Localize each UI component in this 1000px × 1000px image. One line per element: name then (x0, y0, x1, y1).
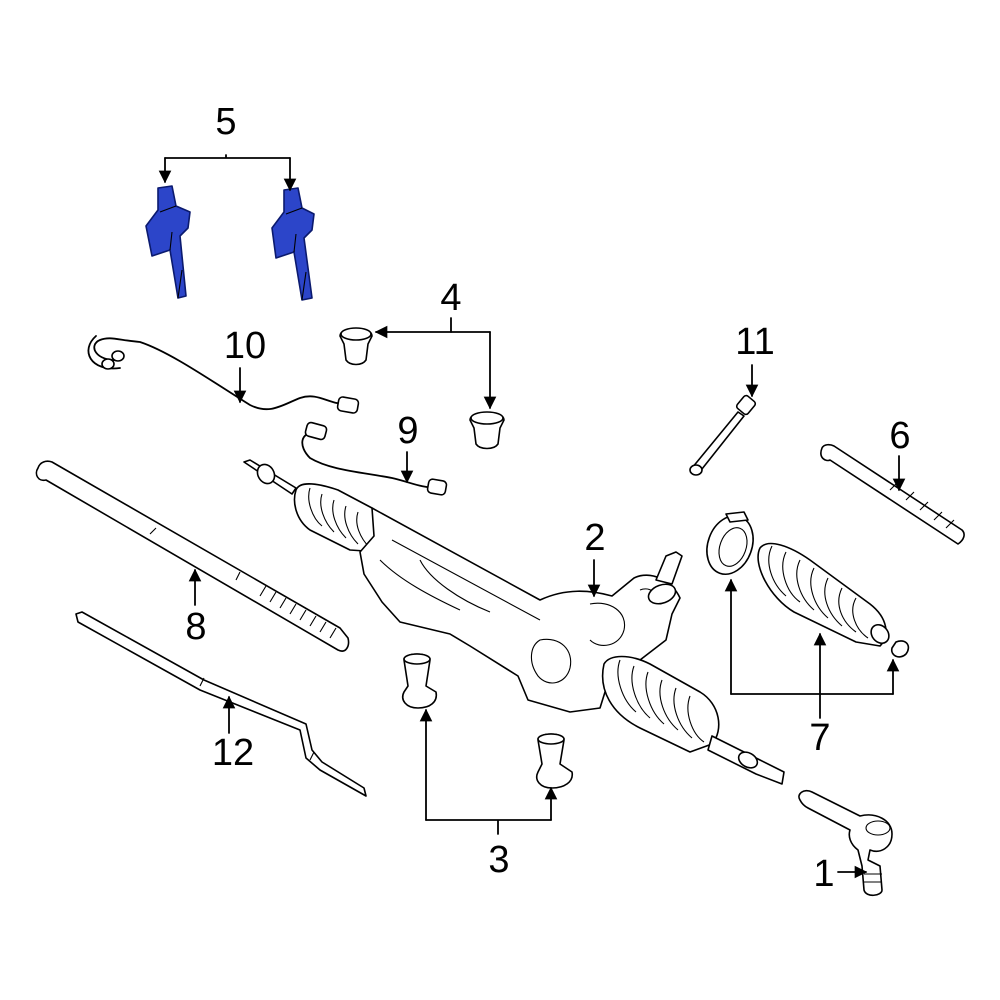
part-5-mount-left[interactable] (145, 185, 191, 299)
callout-8: 8 (185, 606, 207, 648)
callout-11: 11 (735, 321, 775, 363)
part-11-rod[interactable] (689, 394, 757, 476)
part-12-rod[interactable] (75, 611, 367, 797)
leader-lines (158, 154, 906, 879)
part-2-steering-rack[interactable] (243, 459, 785, 785)
part-10-pressure-line[interactable] (87, 335, 360, 414)
callout-12: 12 (211, 732, 255, 774)
part-4-grommet-lower[interactable] (469, 411, 505, 450)
part-8-inner-tie-rod[interactable] (35, 460, 350, 652)
callout-9: 9 (397, 410, 419, 452)
callout-7: 7 (809, 717, 831, 759)
part-7-boot[interactable] (757, 542, 892, 647)
part-5-mount-right[interactable] (271, 187, 315, 301)
part-6-tie-rod[interactable] (820, 443, 965, 545)
callout-4: 4 (440, 277, 462, 319)
callout-5: 5 (215, 101, 237, 143)
callout-2: 2 (584, 517, 606, 559)
part-9-return-line[interactable] (301, 421, 448, 496)
part-7-small-clamp[interactable] (890, 640, 910, 658)
part-4-grommet-upper[interactable] (339, 327, 373, 366)
callout-3: 3 (488, 839, 510, 881)
callout-10: 10 (223, 325, 267, 367)
part-3-bushing-left[interactable] (402, 653, 438, 709)
callout-1: 1 (813, 853, 835, 895)
part-7-boot-clamp-ring[interactable] (699, 509, 761, 580)
callout-6: 6 (889, 415, 911, 457)
part-3-bushing-right[interactable] (536, 733, 574, 789)
